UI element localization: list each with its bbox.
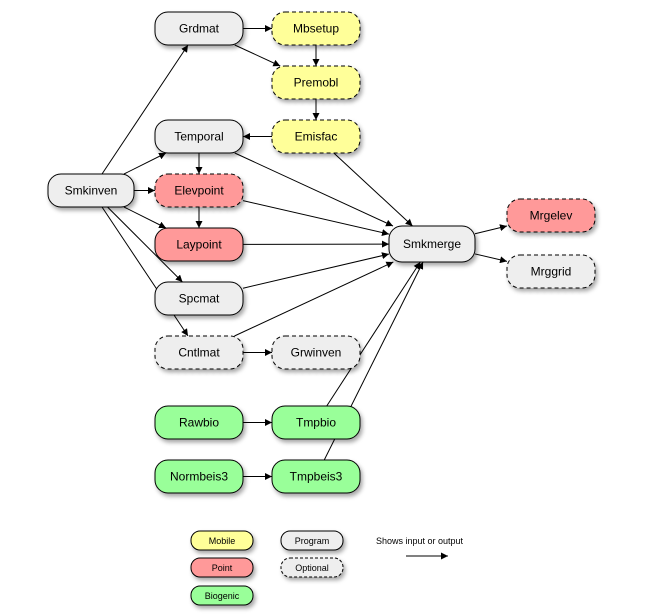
node-premobl: Premobl (271, 65, 361, 100)
legend-arrow: Shows input or output (376, 536, 464, 560)
node-mrggrid-label: Mrggrid (531, 265, 572, 279)
edge-temporal-to-smkmerge (234, 152, 394, 227)
edge-tmpbio-to-smkmerge (326, 261, 421, 407)
node-grdmat-label: Grdmat (179, 22, 220, 36)
node-cntlmat-box (154, 335, 244, 370)
edge-smkinven-to-temporal (123, 152, 167, 175)
legend-optional-swatch (280, 557, 344, 578)
node-smkmerge-box (388, 225, 476, 263)
node-normbeis3: Normbeis3 (154, 459, 244, 494)
edge-smkmerge-to-mrggrid (474, 253, 508, 264)
legend-arrow-caption: Shows input or output (376, 536, 464, 546)
node-premobl-label: Premobl (294, 76, 339, 90)
node-emisfac-box (271, 119, 361, 154)
node-mbsetup-box (271, 11, 361, 46)
legend-biogenic-swatch (190, 585, 254, 606)
node-rawbio: Rawbio (154, 405, 244, 440)
legend-biogenic: Biogenic (190, 585, 254, 606)
node-mbsetup-label: Mbsetup (293, 22, 339, 36)
node-mrgelev-label: Mrgelev (530, 209, 573, 223)
legend-mobile-swatch (190, 530, 254, 551)
edge-smkmerge-to-mrgelev (474, 224, 508, 235)
node-mrggrid: Mrggrid (506, 254, 596, 289)
node-grwinven-box (271, 335, 361, 370)
node-smkinven-box (47, 173, 135, 208)
edge-elevpoint-to-smkmerge (242, 200, 390, 236)
node-cntlmat: Cntlmat (154, 335, 244, 370)
legend-program-swatch (280, 530, 344, 551)
node-smkinven: Smkinven (47, 173, 135, 208)
node-rawbio-box (154, 405, 244, 440)
edge-smkinven-to-spcmat (107, 206, 183, 283)
node-spcmat-box (154, 281, 244, 316)
node-elevpoint-label: Elevpoint (174, 184, 224, 198)
legend-program: Program (280, 530, 344, 551)
node-smkmerge-label: Smkmerge (403, 237, 461, 251)
node-tmpbio: Tmpbio (271, 405, 361, 440)
legend-point-swatch (190, 557, 254, 578)
node-mrgelev: Mrgelev (506, 198, 596, 233)
node-temporal-label: Temporal (174, 130, 223, 144)
node-laypoint-box (154, 227, 244, 262)
node-smkinven-label: Smkinven (65, 184, 118, 198)
node-laypoint: Laypoint (154, 227, 244, 262)
node-rawbio-label: Rawbio (179, 416, 219, 430)
legend-point: Point (190, 557, 254, 578)
node-tmpbio-label: Tmpbio (296, 416, 336, 430)
node-emisfac-label: Emisfac (295, 130, 338, 144)
node-mbsetup: Mbsetup (271, 11, 361, 46)
node-grwinven: Grwinven (271, 335, 361, 370)
node-mrgelev-box (506, 198, 596, 233)
node-laypoint-label: Laypoint (176, 238, 222, 252)
node-tmpbeis3-box (271, 459, 361, 494)
node-premobl-box (271, 65, 361, 100)
node-normbeis3-box (154, 459, 244, 494)
node-temporal-box (154, 119, 244, 154)
edge-spcmat-to-smkmerge (242, 252, 390, 289)
legend-biogenic-label: Biogenic (205, 591, 240, 601)
edge-cntlmat-to-smkmerge (234, 261, 394, 337)
legend-optional: Optional (280, 557, 344, 578)
edge-smkinven-to-laypoint (123, 206, 167, 229)
legend-mobile: Mobile (190, 530, 254, 551)
node-grdmat-box (154, 11, 244, 46)
node-mrggrid-box (506, 254, 596, 289)
node-grdmat: Grdmat (154, 11, 244, 46)
node-spcmat-label: Spcmat (179, 292, 220, 306)
node-temporal: Temporal (154, 119, 244, 154)
legend-mobile-label: Mobile (209, 536, 236, 546)
node-emisfac: Emisfac (271, 119, 361, 154)
node-normbeis3-label: Normbeis3 (170, 470, 228, 484)
node-smkmerge: Smkmerge (388, 225, 476, 263)
edge-grdmat-to-premobl (234, 44, 281, 67)
node-grwinven-label: Grwinven (291, 346, 342, 360)
legend-optional-label: Optional (295, 563, 329, 573)
node-elevpoint: Elevpoint (154, 173, 244, 208)
edge-emisfac-to-smkmerge (333, 152, 413, 227)
node-tmpbeis3-label: Tmpbeis3 (290, 470, 343, 484)
node-elevpoint-box (154, 173, 244, 208)
edge-smkinven-to-cntlmat (101, 206, 189, 337)
legend: Mobile Point Biogenic Program Optional S… (190, 530, 464, 606)
node-cntlmat-label: Cntlmat (178, 346, 220, 360)
edge-smkinven-to-grdmat (101, 44, 189, 175)
node-tmpbeis3: Tmpbeis3 (271, 459, 361, 494)
legend-program-label: Program (295, 536, 330, 546)
legend-point-label: Point (212, 563, 233, 573)
node-tmpbio-box (271, 405, 361, 440)
node-spcmat: Spcmat (154, 281, 244, 316)
